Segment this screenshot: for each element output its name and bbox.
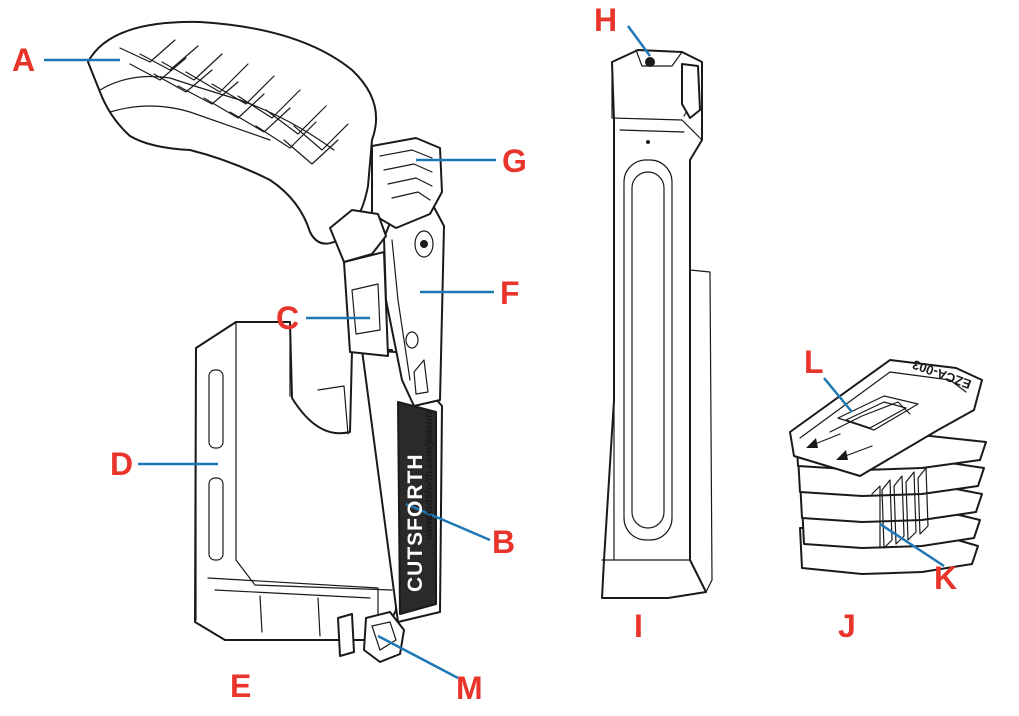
label-E: E xyxy=(230,668,252,704)
leader-lines xyxy=(44,25,945,680)
leader-B xyxy=(405,502,491,542)
label-M: M xyxy=(456,670,483,706)
label-G: G xyxy=(502,143,527,179)
handle-grip xyxy=(87,20,387,263)
label-C: C xyxy=(276,300,300,336)
label-A: A xyxy=(12,42,36,78)
label-H: H xyxy=(594,2,618,38)
stack-assembly-J xyxy=(789,359,987,575)
lever-arm xyxy=(383,195,445,407)
label-B: B xyxy=(492,524,516,560)
patent-url-text: www.cutsforth.com/patents xyxy=(424,409,435,540)
clip-M xyxy=(337,611,405,663)
label-D: D xyxy=(110,446,134,482)
leader-K xyxy=(879,522,945,568)
leader-H xyxy=(626,25,652,57)
label-F: F xyxy=(500,275,520,311)
blade-I xyxy=(601,49,713,599)
leader-M xyxy=(377,634,459,680)
label-I: I xyxy=(634,608,643,644)
label-L: L xyxy=(804,344,824,380)
leader-L xyxy=(823,377,853,413)
label-J: J xyxy=(838,608,856,644)
label-K: K xyxy=(934,560,958,596)
